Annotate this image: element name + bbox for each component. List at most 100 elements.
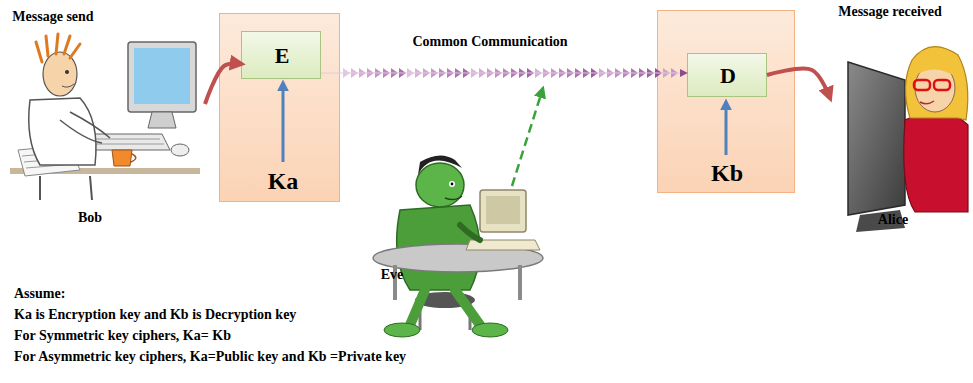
bob-figure — [171, 144, 189, 156]
signal-triangles — [343, 68, 678, 78]
signal-triangle — [583, 68, 590, 78]
signal-triangle — [359, 68, 366, 78]
encrypt-panel: E Ka — [219, 13, 340, 202]
note-text: Ka is Encryption key and Kb is Decryptio… — [14, 307, 296, 322]
person-figure: Message receivedAlice — [830, 3, 970, 228]
alice-figure — [912, 59, 960, 78]
signal-triangle — [631, 68, 638, 78]
signal-triangle — [559, 68, 566, 78]
eve-figure — [416, 163, 464, 207]
signal-triangle — [567, 68, 574, 78]
channel-label: Common Communication — [412, 34, 567, 49]
signal-triangle — [351, 68, 358, 78]
signal-triangle — [503, 68, 510, 78]
signal-triangle — [471, 68, 478, 78]
note-text: For Asymmetric key ciphers, Ka=Public ke… — [14, 349, 406, 364]
eve-figure — [384, 323, 420, 337]
alice-figure — [934, 80, 950, 90]
signal-triangle — [495, 68, 502, 78]
signal-triangle — [423, 68, 430, 78]
signal-triangle — [391, 68, 398, 78]
signal-triangle — [615, 68, 622, 78]
signal-triangle — [599, 68, 606, 78]
signal-triangle — [671, 68, 678, 78]
figure-label: Message send — [12, 9, 93, 24]
alice-figure — [905, 47, 967, 120]
eve-figure — [451, 183, 454, 186]
eve-figure — [373, 88, 543, 337]
bob-figure — [112, 150, 132, 166]
eve-figure — [445, 196, 462, 200]
bob-figure — [128, 42, 196, 112]
signal-triangle — [543, 68, 550, 78]
signal-triangle — [535, 68, 542, 78]
signal-triangle — [455, 68, 462, 78]
eve-figure — [512, 88, 543, 186]
bob-figure — [131, 154, 136, 162]
operation-letter: D — [720, 64, 736, 88]
signal-triangle — [663, 68, 670, 78]
decrypt-panel: D Kb — [657, 10, 795, 193]
person-figure: Eve — [370, 150, 545, 340]
signal-triangle — [463, 68, 470, 78]
alice-figure — [848, 47, 968, 232]
note-text: Assume: — [14, 286, 65, 301]
figure-label: Alice — [878, 212, 908, 227]
signal-triangle — [415, 68, 422, 78]
signal-triangle — [431, 68, 438, 78]
signal-triangle — [655, 68, 662, 78]
eve-figure — [472, 323, 508, 337]
eve-figure — [410, 290, 480, 325]
figure-label: Bob — [78, 210, 102, 225]
note-text: For Symmetric key ciphers, Ka= Kb — [14, 328, 231, 343]
channel-arrow — [321, 73, 687, 74]
bob-figure — [29, 98, 96, 165]
bob-figure — [10, 34, 200, 200]
signal-triangle — [439, 68, 446, 78]
alice-figure — [848, 62, 905, 215]
signal-triangle — [407, 68, 414, 78]
receive-arrow — [767, 69, 830, 98]
eve-figure — [460, 225, 480, 240]
key-name: Kb — [711, 160, 743, 186]
decrypt-box: D — [687, 53, 767, 97]
eve-figure — [480, 190, 526, 232]
alice-figure — [904, 110, 968, 212]
signal-triangle — [343, 68, 350, 78]
figure-label: Eve — [381, 267, 404, 282]
key-arrow — [282, 83, 285, 162]
signal-triangle — [487, 68, 494, 78]
eve-figure — [449, 181, 455, 187]
figure-label: Message received — [838, 4, 942, 19]
signal-triangle — [511, 68, 518, 78]
bob-figure — [62, 84, 74, 87]
signal-triangle — [639, 68, 646, 78]
bob-figure — [93, 139, 164, 144]
signal-triangle — [447, 68, 454, 78]
send-arrow — [205, 64, 241, 104]
alice-figure — [914, 80, 930, 90]
bob-figure — [40, 176, 92, 200]
alice-figure — [920, 101, 934, 104]
key-name: Ka — [268, 168, 299, 194]
signal-triangle — [607, 68, 614, 78]
signal-triangle — [591, 68, 598, 78]
signal-triangle — [551, 68, 558, 78]
encrypt-box: E — [241, 31, 321, 79]
person-figure: Message sendBob — [5, 3, 205, 225]
signal-triangle — [647, 68, 654, 78]
bob-figure — [43, 52, 77, 96]
signal-triangle — [519, 68, 526, 78]
eve-figure — [418, 155, 462, 175]
operation-letter: E — [275, 44, 290, 68]
bob-figure — [60, 112, 110, 143]
signal-triangle — [399, 68, 406, 78]
bob-figure — [134, 48, 190, 104]
signal-triangle — [375, 68, 382, 78]
bob-figure — [36, 34, 80, 62]
signal-triangle — [367, 68, 374, 78]
